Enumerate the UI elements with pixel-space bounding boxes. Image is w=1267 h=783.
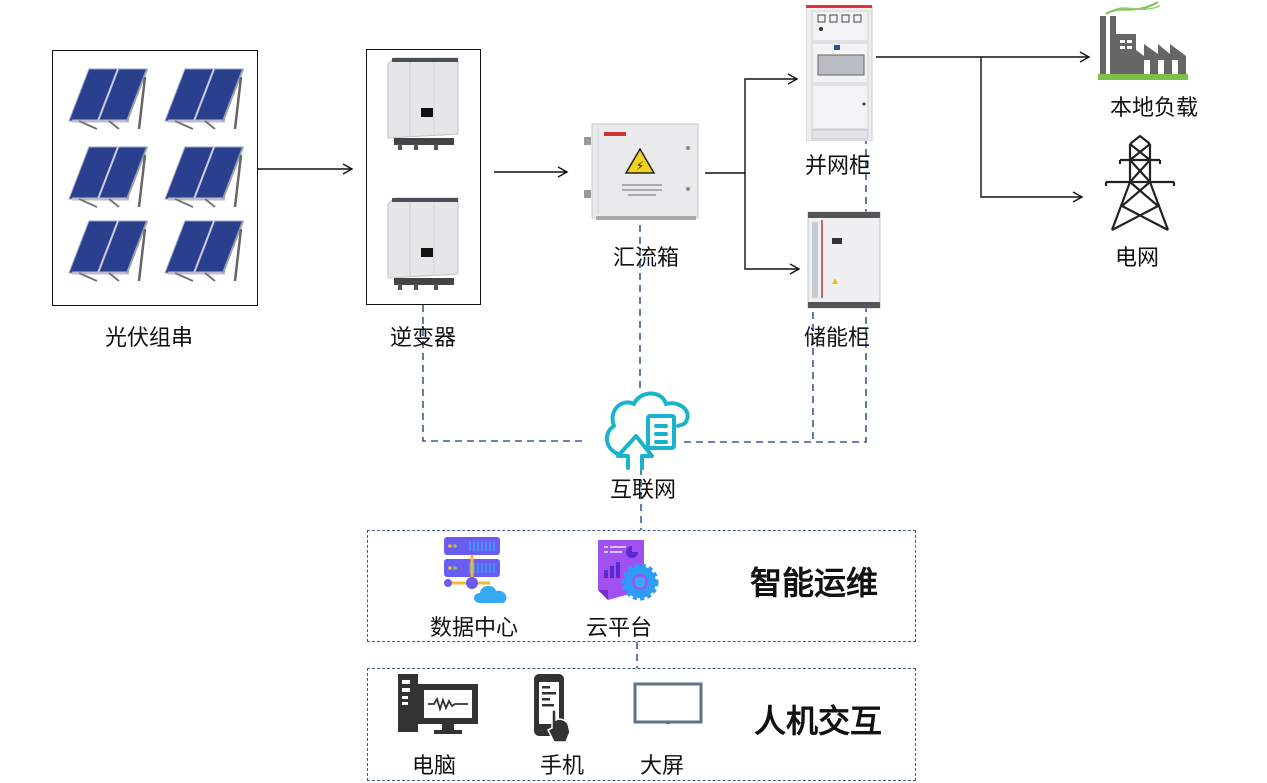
cloud-upload-icon [605,391,690,470]
inverter-icon [387,57,459,291]
storage-cabinet-label: 储能柜 [804,326,871,351]
hmi-group [367,668,916,781]
factory-icon [1098,1,1188,80]
dash-internet-to-storage [684,125,867,443]
smart-ops-title: 智能运维 [750,564,879,602]
combiner-box-label: 汇流箱 [613,246,680,271]
pv-strings-frame [52,50,258,306]
power-grid-label: 电网 [1115,246,1160,271]
svg-text:⚡: ⚡ [636,159,644,173]
cloud-platform-icon [598,540,659,601]
grid-cabinet-icon [806,5,873,141]
solar-panel-icon [67,67,245,283]
data-center-icon [444,537,507,603]
combiner-box-icon: ⚡ [584,123,699,220]
storage-cabinet-icon [807,211,881,309]
computer-icon [398,674,478,734]
phone-icon [534,674,571,743]
inverter-frame [366,49,481,305]
inverter-label: 逆变器 [390,326,457,351]
arrow-cabinet-to-grid [980,57,1084,203]
power-tower-icon [1104,134,1176,231]
pv-strings-label: 光伏组串 [105,326,194,351]
communication-lines [422,125,867,668]
arrow-combiner-to-grid-cabinet [705,73,799,174]
smart-ops-group [367,530,916,642]
hmi-title: 人机交互 [754,702,883,740]
computer-label: 电脑 [412,754,457,779]
big-screen-label: 大屏 [640,754,685,779]
internet-label: 互联网 [610,478,677,503]
grid-cabinet-label: 并网柜 [805,154,872,179]
dash-inverter-to-internet [422,305,586,442]
big-screen-icon [633,682,703,724]
local-load-label: 本地负载 [1110,96,1199,121]
data-center-label: 数据中心 [430,616,519,641]
phone-label: 手机 [540,754,585,779]
arrow-combiner-to-storage [744,173,801,275]
cloud-platform-label: 云平台 [586,616,653,641]
